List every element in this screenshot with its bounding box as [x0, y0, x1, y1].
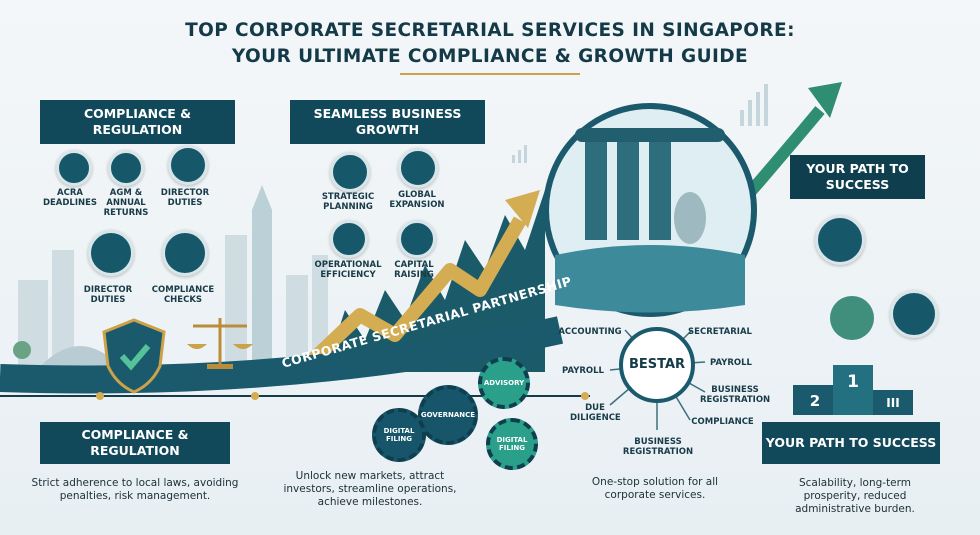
clipboard-icon — [162, 230, 208, 276]
hub-spoke-registration-right: Business Registration — [700, 385, 771, 405]
skyscraper — [252, 185, 272, 370]
hub-spoke-secretarial: Secretarial — [688, 327, 752, 337]
growth-item-strategic: Strategic Planning — [321, 192, 375, 212]
handshake-icon — [890, 290, 938, 338]
hub-spoke-accounting: Accounting — [558, 327, 622, 337]
hub-spoke-payroll-right: Payroll — [710, 358, 752, 368]
compliance-item-director-1: Director Duties — [160, 188, 210, 208]
compliance-item-agm: AGM & Annual Returns — [103, 188, 149, 218]
bottom-compliance-text: Strict adherence to local laws, avoiding… — [31, 477, 239, 502]
merlion — [674, 192, 706, 244]
bottom-success-text: Scalability, long-term prosperity, reduc… — [795, 477, 915, 515]
compliance-item-acra: ACRA Deadlines — [42, 188, 98, 208]
hub-brand: BESTAR — [628, 357, 686, 372]
compliance-item-checks: Compliance Checks — [151, 285, 215, 305]
ribbon-band — [0, 316, 564, 394]
skyline-left — [18, 235, 328, 370]
bestar-hub — [619, 327, 695, 403]
title-underline — [400, 73, 580, 75]
compliance-item-director-2: Director Duties — [83, 285, 133, 305]
money-bag-icon — [398, 220, 436, 258]
gear-advisory: Advisory — [478, 357, 530, 409]
podium-third: III — [886, 396, 900, 410]
hub-spoke-due-diligence: Due Diligence — [570, 403, 621, 423]
gear-governance: Governance — [418, 385, 478, 445]
gear-digital-filing-2: Digital Filing — [486, 418, 538, 470]
podium-second: 2 — [809, 392, 821, 410]
shield-check-icon — [102, 318, 166, 394]
growth-item-operational: Operational Efficiency — [314, 260, 382, 280]
tree — [13, 341, 31, 359]
green-arrow-head — [808, 82, 842, 118]
globe-icon — [398, 148, 438, 188]
success-heading: Your Path to Success — [790, 155, 925, 199]
scales-icon — [187, 318, 253, 369]
director-icon — [168, 145, 208, 185]
rocket-icon — [815, 215, 865, 265]
growth-item-global: Global Expansion — [389, 190, 445, 210]
checklist-icon — [88, 230, 134, 276]
hub-spoke-registration-bottom: Business Registration — [622, 437, 694, 457]
growth-heading: Seamless Business Growth — [290, 100, 485, 144]
gear-digital-filing-1: Digital Filing — [372, 408, 426, 462]
bottom-hub-text: One-stop solution for all corporate serv… — [591, 476, 719, 501]
chart-icon — [330, 152, 370, 192]
title-line-2: Your Ultimate Compliance & Growth Guide — [231, 46, 749, 67]
target-icon — [330, 220, 368, 258]
document-icon — [108, 150, 144, 186]
bottom-growth-text: Unlock new markets, attract investors, s… — [283, 470, 457, 508]
calendar-icon — [56, 150, 92, 186]
hub-spoke-payroll-left: Payroll — [562, 366, 604, 376]
gold-growth-arrow — [295, 216, 527, 378]
title-line-1: Top Corporate Secretarial Services in Si… — [185, 20, 795, 41]
podium-first: 1 — [847, 372, 859, 392]
podium — [793, 365, 913, 415]
compliance-heading: Compliance & Regulation — [40, 100, 235, 144]
growth-item-capital: Capital Raising — [394, 260, 434, 280]
bottom-compliance-heading: Compliance & Regulation — [40, 422, 230, 464]
page-title: Top Corporate Secretarial Services in Si… — [0, 18, 980, 70]
bottom-success-heading: Your Path to Success — [762, 422, 940, 464]
gold-arrow-head — [505, 190, 540, 228]
hub-spoke-compliance: Compliance — [691, 417, 754, 427]
globe — [830, 296, 874, 340]
